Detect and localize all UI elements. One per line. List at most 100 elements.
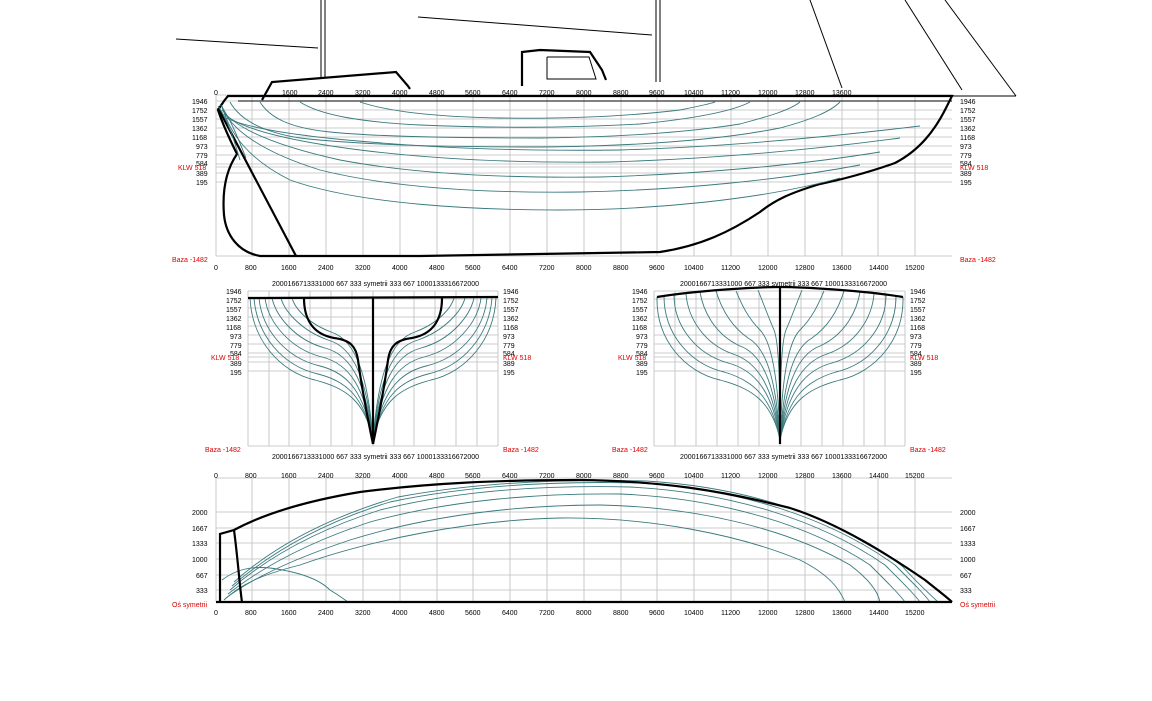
profile-wl-right-9: 195	[960, 180, 972, 187]
hb-top-scale-10: 8000	[576, 473, 592, 480]
profile-wl-left-2: 1557	[192, 117, 208, 124]
profile-bottom-scale-1: 800	[245, 265, 257, 272]
hb-buttock-right-4: 667	[960, 573, 972, 580]
deckhouse	[261, 48, 608, 101]
profile-bottom-scale-19: 15200	[905, 265, 925, 272]
profile-top-scale-10: 8800	[613, 90, 629, 97]
hb-bottom-scale-15: 12000	[758, 610, 778, 617]
profile-lines	[217, 101, 921, 211]
hb-top-scale-19: 15200	[905, 473, 925, 480]
hb-buttock-right-5: 333	[960, 588, 972, 595]
bp-right-wl-4: 1168	[632, 325, 647, 332]
body-plan-right-labels: 2000166713331000 667 333 symetrii 333 66…	[612, 281, 946, 461]
bp-left-wl-8: 389	[230, 361, 242, 368]
hb-bottom-scale-12: 9600	[649, 610, 665, 617]
bp-right-wl-r7: 584	[910, 351, 922, 358]
hb-bottom-scale-18: 14400	[869, 610, 889, 617]
hb-top-scale-11: 8800	[613, 473, 629, 480]
body-plan-right: 2000166713331000 667 333 symetrii 333 66…	[612, 281, 946, 461]
bp-right-top-scale: 2000166713331000 667 333 symetrii 333 66…	[680, 281, 887, 288]
bp-left-wl-9: 195	[230, 370, 242, 377]
profile-wl-left-4: 1168	[192, 135, 207, 142]
profile-top-scale-9: 8000	[576, 90, 592, 97]
hb-buttock-left-1: 1667	[192, 526, 208, 533]
bp-right-wl-5: 973	[636, 334, 648, 341]
hb-top-scale-7: 5600	[465, 473, 481, 480]
hb-buttock-left-5: 333	[196, 588, 208, 595]
profile-klw-right: KLW 518	[960, 165, 988, 172]
profile-bottom-scale-9: 7200	[539, 265, 555, 272]
bp-left-wl-r1: 1752	[503, 298, 519, 305]
profile-top-scale-5: 4800	[429, 90, 445, 97]
hb-top-scale-9: 7200	[539, 473, 555, 480]
bp-left-wl-4: 1168	[226, 325, 241, 332]
profile-bottom-scale-13: 10400	[684, 265, 704, 272]
hb-bottom-scale-7: 5600	[465, 610, 481, 617]
bp-right-wl-3: 1362	[632, 316, 648, 323]
hb-bottom-scale-4: 3200	[355, 610, 371, 617]
profile-base-right: Baza -1482	[960, 257, 996, 264]
hb-top-scale-1: 800	[245, 473, 257, 480]
bp-left-base: Baza -1482	[205, 447, 241, 454]
bp-right-wl-r4: 1168	[910, 325, 925, 332]
rig	[175, 0, 1017, 97]
profile-klw-left: KLW 518	[178, 165, 206, 172]
bp-right-wl-r5: 973	[910, 334, 922, 341]
profile-wl-left-0: 1946	[192, 99, 208, 106]
profile-bottom-scale-8: 6400	[502, 265, 518, 272]
hb-buttock-right-0: 2000	[960, 510, 976, 517]
hb-bottom-scale-2: 1600	[281, 610, 297, 617]
profile-bottom-scale-3: 2400	[318, 265, 334, 272]
bp-left-wl-1: 1752	[226, 298, 242, 305]
hb-bottom-scale-14: 11200	[721, 610, 740, 617]
profile-wl-right-2: 1557	[960, 117, 976, 124]
bp-right-base: Baza -1482	[612, 447, 648, 454]
profile-grid	[215, 94, 952, 257]
bp-left-klw-right: KLW 518	[503, 355, 531, 362]
profile-base-left: Baza -1482	[172, 257, 208, 264]
hb-top-scale-4: 3200	[355, 473, 371, 480]
bp-right-wl-r2: 1557	[910, 307, 926, 314]
profile-top-scale-13: 11200	[721, 90, 740, 97]
body-plan-left-sections	[249, 297, 497, 441]
bp-right-wl-r6: 779	[910, 343, 922, 350]
body-plan-right-sections	[656, 289, 904, 441]
body-plan-left-labels: 2000166713331000 667 333 symetrii 333 66…	[205, 281, 539, 461]
bp-left-klw: KLW 518	[211, 355, 239, 362]
profile-bottom-scale-6: 4800	[429, 265, 445, 272]
hb-bottom-scale-10: 8000	[576, 610, 592, 617]
bp-left-top-scale: 2000166713331000 667 333 symetrii 333 66…	[272, 281, 479, 288]
profile-bottom-scale-12: 9600	[649, 265, 665, 272]
bp-right-wl-r9: 195	[910, 370, 922, 377]
body-plan-left: 2000166713331000 667 333 symetrii 333 66…	[205, 281, 539, 461]
profile-wl-right-6: 779	[960, 153, 972, 160]
profile-top-scale-4: 4000	[392, 90, 408, 97]
profile-top-scale-12: 10400	[684, 90, 704, 97]
hb-buttock-left-4: 667	[196, 573, 208, 580]
body-plan-left-grid	[247, 290, 499, 447]
profile-bottom-scale-16: 12800	[795, 265, 815, 272]
profile-wl-right-5: 973	[960, 144, 972, 151]
hb-top-scale-12: 9600	[649, 473, 665, 480]
bp-left-wl-r7: 584	[503, 351, 515, 358]
bp-right-wl-7: 584	[636, 351, 648, 358]
hb-top-scale-8: 6400	[502, 473, 518, 480]
hb-buttock-right-2: 1333	[960, 541, 976, 548]
hb-bottom-scale-19: 15200	[905, 610, 925, 617]
profile-wl-right-8: 389	[960, 171, 972, 178]
profile-bottom-scale-18: 14400	[869, 265, 889, 272]
profile-wl-left-7: 584	[196, 161, 208, 168]
hb-bottom-scale-17: 13600	[832, 610, 852, 617]
profile-top-scale-15: 12800	[795, 90, 815, 97]
profile-top-scale-14: 12000	[758, 90, 778, 97]
bp-right-wl-r1: 1752	[910, 298, 926, 305]
bp-left-wl-r6: 779	[503, 343, 515, 350]
bp-left-base-right: Baza -1482	[503, 447, 539, 454]
half-breadth-outline	[216, 478, 953, 604]
profile-labels: 0 1600 2400 3200 4000 4800 5600 6400 720…	[172, 90, 996, 272]
profile-view: 0 1600 2400 3200 4000 4800 5600 6400 720…	[172, 0, 1017, 272]
body-plan-right-outline	[656, 285, 904, 444]
hb-top-scale-15: 12000	[758, 473, 778, 480]
profile-bottom-scale-2: 1600	[281, 265, 297, 272]
